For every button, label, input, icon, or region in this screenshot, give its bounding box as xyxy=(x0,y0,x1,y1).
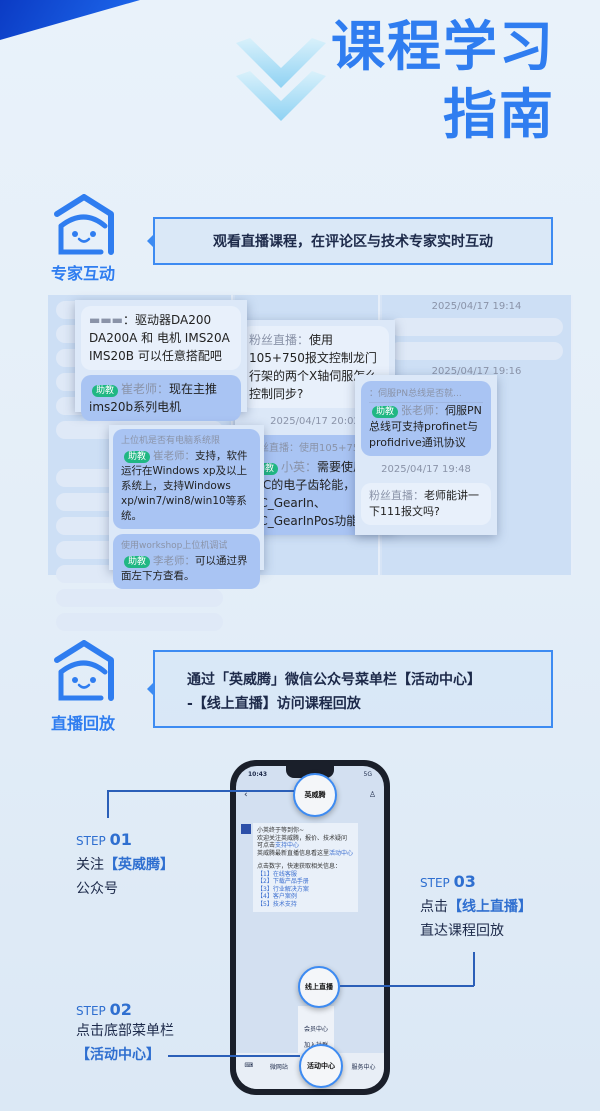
connector-line xyxy=(473,952,475,986)
assistant-badge: 助教 xyxy=(124,451,151,463)
section2-description-line2: -【线上直播】访问课程回放 xyxy=(187,696,361,712)
step-03: STEP 03 点击【线上直播】 直达课程回放 xyxy=(420,872,532,939)
reply-text: 伺服PN总线可支持profinet与profidrive通讯协议 xyxy=(369,404,482,449)
comment-card: ：伺服PN总线是否就... 助教张老师：伺服PN总线可支持profinet与pro… xyxy=(355,375,497,535)
step-01: STEP 01 关注【英威腾】 公众号 xyxy=(76,830,174,897)
comment-card: ▬▬▬：驱动器DA200 DA200A 和 电机 IMS20A IMS20B 可… xyxy=(75,300,247,421)
reply-author: 李老师： xyxy=(153,555,196,567)
corner-decoration xyxy=(0,0,140,40)
assistant-badge: 助教 xyxy=(124,556,151,568)
comment-author: 粉丝直播： xyxy=(249,333,310,347)
double-chevron-down-icon xyxy=(236,38,326,121)
comment-text: ：驱动器DA200 DA200A 和 电机 IMS20A IMS20B 可以任意… xyxy=(89,313,230,363)
back-icon[interactable]: ‹ xyxy=(244,790,248,800)
status-time: 10:43 xyxy=(248,771,268,778)
section2-description-box: 通过「英威腾」微信公众号菜单栏【活动中心】 -【线上直播】访问课程回放 xyxy=(147,650,553,728)
section1-description-box: 观看直播课程，在评论区与技术专家实时互动 xyxy=(147,217,553,265)
welcome-message: 小英终于等到你~欢迎关注英威腾，报价、技术疑问 可点击支持中心 英威腾最新直播信… xyxy=(253,823,358,912)
reply-author: 崔老师： xyxy=(153,450,196,462)
comment-text: 使用105+750报文控制龙门行架的两个X轴伺服怎么控制同步? xyxy=(249,333,378,401)
comment-author: 粉丝直播： xyxy=(369,489,424,502)
smiling-house-icon xyxy=(54,194,114,255)
smiling-house-icon xyxy=(54,640,114,701)
quoted-comment: 上位机是否有电脑系统限 xyxy=(121,436,221,446)
connector-line xyxy=(107,790,109,818)
page-title-line1: 课程学习 xyxy=(331,15,555,78)
section2-description-line1: 通过「英威腾」微信公众号菜单栏【活动中心】 xyxy=(187,672,481,688)
assistant-badge: 助教 xyxy=(92,385,119,397)
submenu-item-member[interactable]: 会员中心 xyxy=(303,1026,328,1033)
reply-text: 可以通过界面左下方查看。 xyxy=(121,555,248,582)
comment-time: 2025/04/17 19:16 xyxy=(431,366,522,377)
section-label-expert-interaction: 专家互动 xyxy=(50,264,115,283)
menu-option[interactable]: 【1】在线客服 xyxy=(257,870,297,878)
comment-time: 2025/04/17 19:14 xyxy=(431,301,522,312)
connector-line xyxy=(107,790,294,792)
page-title-line2: 指南 xyxy=(443,83,555,146)
reply-author: 小英： xyxy=(281,460,318,474)
section-label-live-replay: 直播回放 xyxy=(50,714,115,733)
quoted-comment: 使用workshop上位机调试 xyxy=(121,541,228,551)
comment-card: 上位机是否有电脑系统限助教崔老师：支持，软件运行在Windows xp及以上系统… xyxy=(109,425,264,589)
menu-option[interactable]: 【2】下载产品手册 xyxy=(257,878,309,885)
section1-description: 观看直播课程，在评论区与技术专家实时互动 xyxy=(213,234,493,250)
menu-service-center[interactable]: 服务中心 xyxy=(351,1064,376,1071)
menu-option[interactable]: 【5】技术支持 xyxy=(257,900,297,908)
profile-icon[interactable]: ♙ xyxy=(368,790,376,799)
reply-text: 现在主推ims20b系列电机 xyxy=(89,382,218,414)
live-online-magnifier[interactable]: 线上直播 xyxy=(298,966,340,1008)
menu-micro-site[interactable]: 微网站 xyxy=(269,1064,288,1071)
reply-text: 需要使用PLC的电子齿轮能，MC_GearIn、MC_GearInPos功能块 xyxy=(249,460,371,528)
menu-option[interactable]: 【3】行业解决方案 xyxy=(257,885,309,893)
activity-center-link[interactable]: 活动中心 xyxy=(329,849,354,857)
reply-author: 张老师： xyxy=(401,404,446,417)
activity-center-magnifier[interactable]: 活动中心 xyxy=(299,1044,343,1088)
support-center-link[interactable]: 支持中心 xyxy=(275,842,300,849)
assistant-badge: 助教 xyxy=(372,406,399,418)
account-name-magnifier: 英威腾 xyxy=(293,773,337,817)
quoted-comment: 粉丝直播：使用105+750报文 xyxy=(249,443,381,454)
quoted-comment: ：伺服PN总线是否就... xyxy=(369,386,483,403)
account-avatar xyxy=(241,824,251,834)
reply-author: 崔老师： xyxy=(121,382,170,396)
connector-line xyxy=(340,985,474,987)
step-02: STEP 02 点击底部菜单栏 【活动中心】 xyxy=(76,1000,174,1063)
comment-time: 2025/04/17 19:48 xyxy=(381,464,471,475)
connector-line xyxy=(168,1055,300,1057)
menu-option[interactable]: 【4】客户案例 xyxy=(257,893,297,900)
comment-time: 2025/04/17 20:02 xyxy=(270,416,360,427)
reply-text: 支持，软件运行在Windows xp及以上系统上，支持Windows xp/wi… xyxy=(121,450,248,522)
status-network: 5G xyxy=(363,771,372,778)
comment-text: 老师能讲一下111报文吗? xyxy=(369,489,479,518)
